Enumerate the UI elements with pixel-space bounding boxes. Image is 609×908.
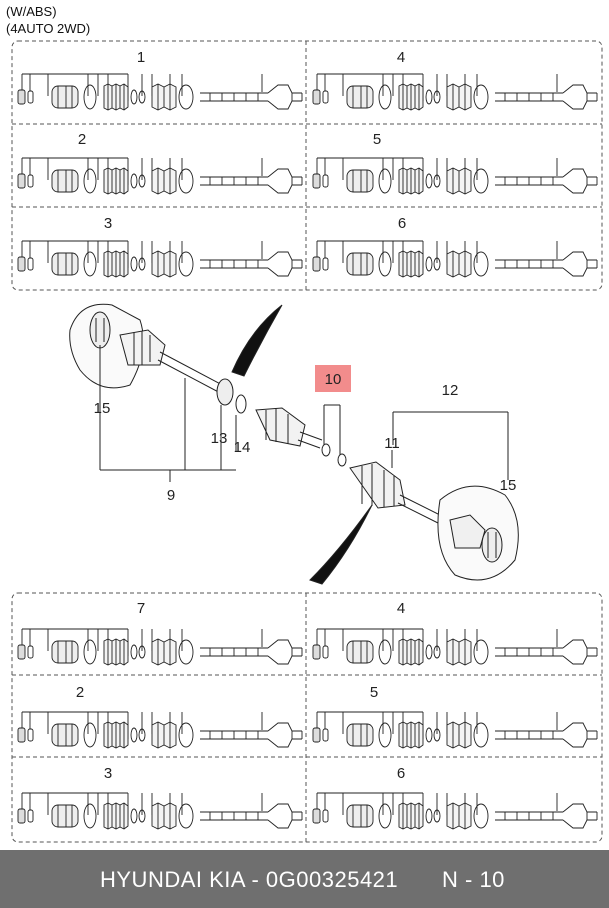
bottom-parts-frame bbox=[11, 592, 603, 843]
top-parts-frame bbox=[11, 40, 603, 291]
callout-bottom-5: 5 bbox=[370, 684, 378, 701]
callout-top-2: 2 bbox=[78, 131, 86, 148]
callout-bottom-4: 4 bbox=[397, 600, 405, 617]
shaft-assembly-4 bbox=[312, 73, 598, 111]
callout-top-6: 6 bbox=[398, 215, 406, 232]
callout-9: 9 bbox=[167, 487, 175, 504]
shaft-assembly-4b bbox=[312, 628, 598, 666]
shaft-assembly-6b bbox=[312, 792, 598, 830]
callout-bottom-2: 2 bbox=[76, 684, 84, 701]
shaft-assembly-2 bbox=[17, 157, 303, 195]
callout-top-1: 1 bbox=[137, 49, 145, 66]
shaft-assembly-2b bbox=[17, 711, 303, 749]
callout-10: 10 bbox=[325, 371, 342, 388]
callout-bottom-3: 3 bbox=[104, 765, 112, 782]
callout-top-3: 3 bbox=[104, 215, 112, 232]
shaft-assembly-5b bbox=[312, 711, 598, 749]
callout-top-4: 4 bbox=[397, 49, 405, 66]
drive-shaft-diagram: 1 4 2 5 3 6 bbox=[11, 40, 603, 843]
callout-15-left: 15 bbox=[94, 400, 111, 417]
highlight-callout-box bbox=[315, 365, 351, 392]
footer-bar: HYUNDAI KIA - 0G00325421 N - 10 bbox=[0, 850, 609, 908]
callout-11: 11 bbox=[384, 435, 400, 452]
callout-14: 14 bbox=[234, 439, 251, 456]
shaft-assembly-3b bbox=[17, 792, 303, 830]
callout-12: 12 bbox=[442, 382, 459, 399]
shaft-assembly-5 bbox=[312, 157, 598, 195]
footer-page-ref: N - 10 bbox=[442, 867, 505, 892]
callout-top-5: 5 bbox=[373, 131, 381, 148]
shaft-assembly-6 bbox=[312, 240, 598, 278]
footer-part-number: HYUNDAI KIA - 0G00325421 bbox=[100, 867, 399, 892]
callout-15-right: 15 bbox=[500, 477, 517, 494]
shaft-assembly-3 bbox=[17, 240, 303, 278]
header-drive: (4AUTO 2WD) bbox=[6, 21, 91, 36]
callout-bottom-6: 6 bbox=[397, 765, 405, 782]
shaft-assembly-1 bbox=[17, 73, 303, 111]
callout-13: 13 bbox=[211, 430, 228, 447]
callout-bottom-7: 7 bbox=[137, 600, 145, 617]
header-abs: (W/ABS) bbox=[6, 4, 57, 19]
exploded-view bbox=[69, 303, 519, 585]
shaft-assembly-7 bbox=[17, 628, 303, 666]
